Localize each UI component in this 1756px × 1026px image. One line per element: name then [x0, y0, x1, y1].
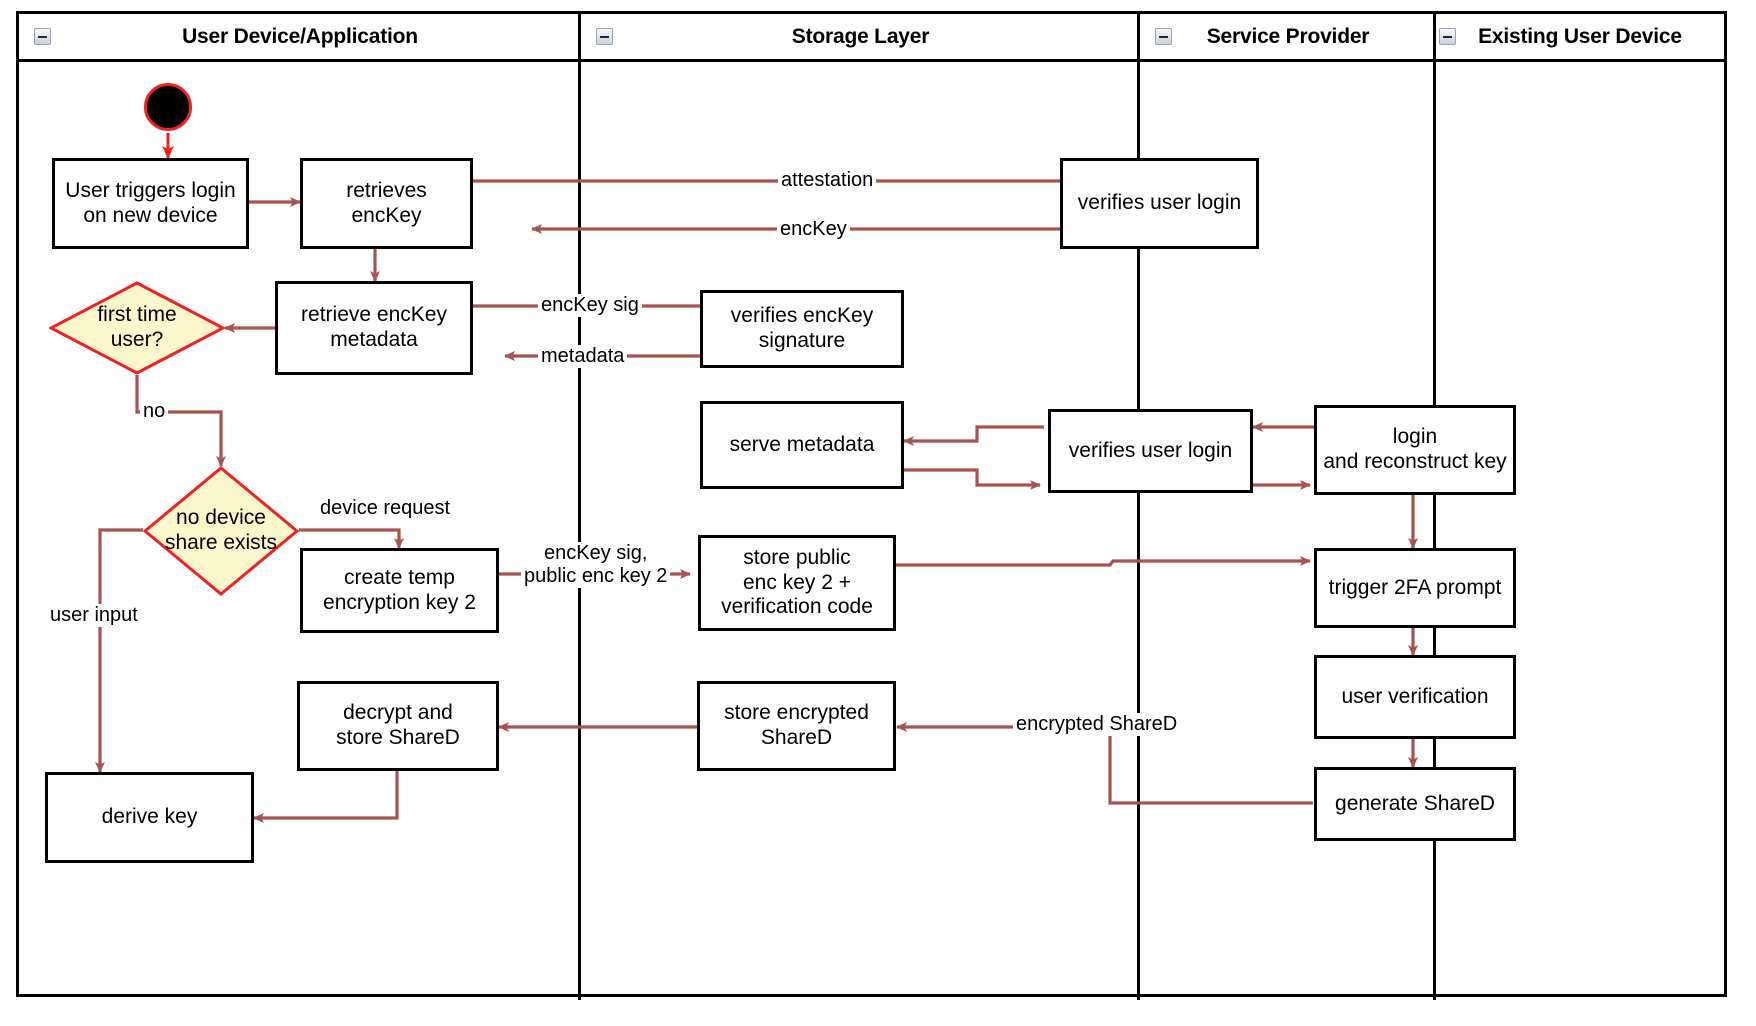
- node-verifies-user-login-1[interactable]: verifies user login: [1060, 158, 1259, 249]
- node-verifies-enckey-signature[interactable]: verifies encKey signature: [700, 290, 904, 368]
- lane-title-user-device: User Device/Application: [182, 24, 418, 48]
- lane-header-row: [19, 14, 1724, 62]
- minus-box-icon-user-device[interactable]: [34, 28, 51, 45]
- node-create-temp-encryption-key-2[interactable]: create temp encryption key 2: [300, 548, 499, 633]
- node-decrypt-and-store-shared[interactable]: decrypt and store ShareD: [297, 681, 499, 771]
- edge-label-attestation: attestation: [778, 169, 877, 192]
- node-verifies-user-login-2[interactable]: verifies user login: [1048, 409, 1253, 493]
- minus-box-icon-existing-user-device[interactable]: [1439, 28, 1456, 45]
- node-login-and-reconstruct-key[interactable]: login and reconstruct key: [1314, 405, 1516, 495]
- node-user-verification[interactable]: user verification: [1314, 655, 1516, 739]
- edge-label-device-request: device request: [317, 497, 454, 520]
- no-device-share-exists-diamond-shape: [142, 466, 300, 596]
- node-first-time-user[interactable]: first time user?: [47, 281, 227, 375]
- node-retrieves-enckey[interactable]: retrieves encKey: [300, 158, 473, 249]
- node-retrieve-enckey-metadata[interactable]: retrieve encKey metadata: [275, 281, 473, 375]
- node-no-device-share-exists[interactable]: no device share exists: [142, 466, 300, 596]
- lane-title-existing-user-device: Existing User Device: [1478, 24, 1682, 48]
- node-trigger-2fa-prompt[interactable]: trigger 2FA prompt: [1314, 548, 1516, 628]
- node-store-encrypted-shared[interactable]: store encrypted ShareD: [697, 681, 896, 771]
- lane-divider-3: [1433, 14, 1436, 1000]
- edge-label-enckey-sig-public: encKey sig, public enc key 2: [521, 542, 671, 588]
- lane-header-service-provider[interactable]: Service Provider: [1140, 14, 1436, 59]
- lane-divider-2: [1137, 14, 1140, 1000]
- start-node[interactable]: [144, 83, 192, 131]
- node-generate-shared[interactable]: generate ShareD: [1314, 767, 1516, 841]
- minus-box-icon-storage-layer[interactable]: [596, 28, 613, 45]
- edge-label-metadata: metadata: [538, 345, 628, 368]
- first-time-user-diamond-shape: [47, 281, 227, 375]
- node-user-triggers-login[interactable]: User triggers login on new device: [52, 158, 249, 249]
- edge-label-enckey-sig: encKey sig: [538, 294, 642, 317]
- lane-title-service-provider: Service Provider: [1206, 24, 1370, 48]
- edge-label-encrypted-shared: encrypted ShareD: [1013, 713, 1181, 736]
- node-store-public-enc-key-2[interactable]: store public enc key 2 + verification co…: [698, 535, 896, 631]
- edge-label-user-input: user input: [47, 604, 141, 627]
- lane-header-existing-user-device[interactable]: Existing User Device: [1436, 14, 1724, 59]
- edge-label-enckey: encKey: [777, 218, 850, 241]
- edge-label-no: no: [140, 400, 169, 423]
- lane-title-storage-layer: Storage Layer: [791, 24, 930, 48]
- node-serve-metadata[interactable]: serve metadata: [700, 401, 904, 489]
- lane-divider-1: [578, 14, 581, 1000]
- lane-header-user-device[interactable]: User Device/Application: [19, 14, 581, 59]
- node-derive-key[interactable]: derive key: [45, 772, 254, 863]
- lane-header-storage-layer[interactable]: Storage Layer: [581, 14, 1140, 59]
- minus-box-icon-service-provider[interactable]: [1155, 28, 1172, 45]
